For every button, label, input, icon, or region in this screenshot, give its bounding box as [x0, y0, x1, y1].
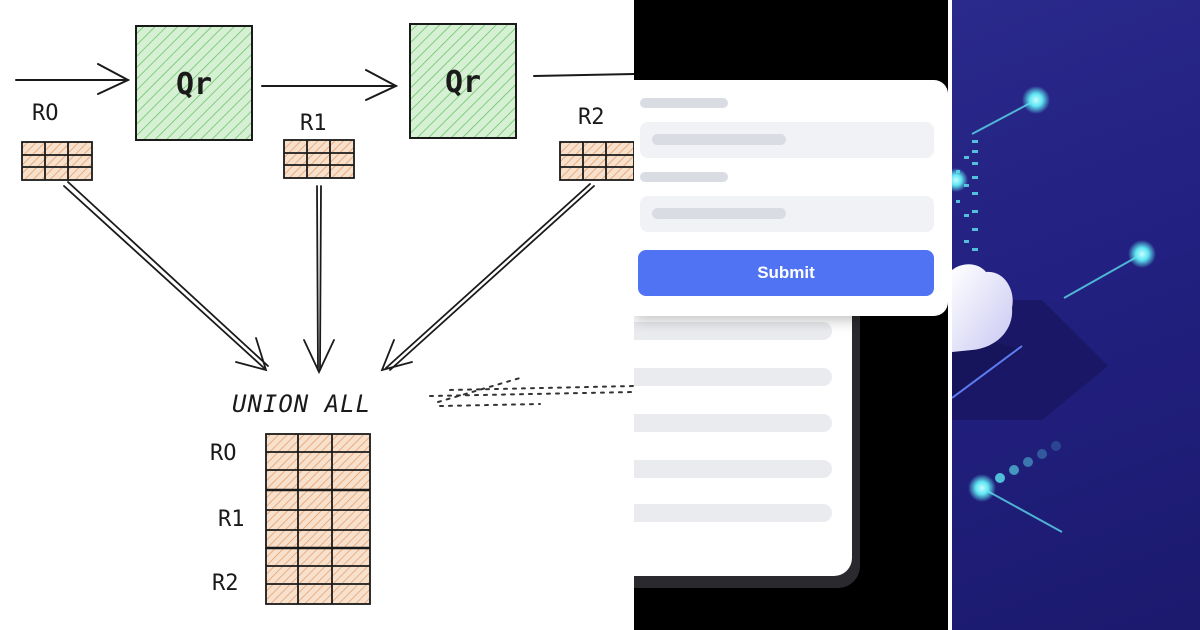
- form-mockup-panel: Submit: [634, 0, 950, 630]
- glow-node: [968, 474, 996, 502]
- form-field-2[interactable]: [640, 196, 934, 232]
- tablet-screen: [634, 290, 852, 576]
- result-label-1: R1: [300, 111, 327, 136]
- query-box-1: Qr: [135, 25, 253, 141]
- query-label-2: Qr: [445, 65, 481, 100]
- stack-label-2: R2: [212, 571, 239, 596]
- flow-arrow-in: [15, 63, 131, 95]
- dotted-connector: [429, 377, 634, 407]
- field-value-placeholder: [652, 208, 786, 219]
- field-value-placeholder: [652, 134, 786, 145]
- placeholder-line: [634, 322, 832, 340]
- union-arrow-0: [63, 181, 269, 372]
- glow-node: [952, 168, 968, 192]
- panel-divider: [948, 0, 952, 630]
- union-arrow-2: [380, 183, 595, 372]
- stack-label-0: RO: [210, 441, 237, 466]
- glow-node: [1128, 240, 1156, 268]
- union-all-label: UNION ALL: [232, 390, 371, 418]
- result-table-0: [21, 141, 93, 181]
- field-label-placeholder: [640, 98, 728, 108]
- result-table-1: [283, 139, 355, 179]
- diagram-canvas: Qr Qr RO R1 R2: [15, 23, 634, 605]
- result-table-2: [559, 141, 634, 181]
- form-card: Submit: [634, 80, 948, 316]
- placeholder-line: [634, 460, 832, 478]
- placeholder-line: [634, 368, 832, 386]
- stack-label-1: R1: [218, 507, 245, 532]
- result-label-0: RO: [32, 101, 59, 126]
- result-label-2: R2: [578, 105, 605, 130]
- placeholder-line: [634, 414, 832, 432]
- union-arrow-1: [303, 185, 335, 375]
- flow-arrow-out: [533, 73, 634, 77]
- form-field-1[interactable]: [640, 122, 934, 158]
- tech-illustration: [952, 86, 1156, 533]
- submit-button[interactable]: Submit: [638, 250, 934, 296]
- query-label-1: Qr: [176, 67, 212, 102]
- tablet-device: [634, 290, 860, 588]
- glow-dots: [995, 441, 1061, 483]
- recursive-query-diagram: Qr Qr RO R1 R2: [15, 23, 634, 605]
- cloud-icon: [952, 264, 1013, 352]
- flow-arrow-mid: [261, 69, 399, 101]
- platform-edge: [952, 345, 1023, 399]
- placeholder-line: [634, 504, 832, 522]
- query-box-2: Qr: [409, 23, 517, 139]
- data-node-icon: [956, 140, 978, 251]
- union-result-table: [265, 433, 371, 605]
- glow-node: [1022, 86, 1050, 114]
- tech-illustration-panel: [952, 0, 1200, 630]
- field-label-placeholder: [640, 172, 728, 182]
